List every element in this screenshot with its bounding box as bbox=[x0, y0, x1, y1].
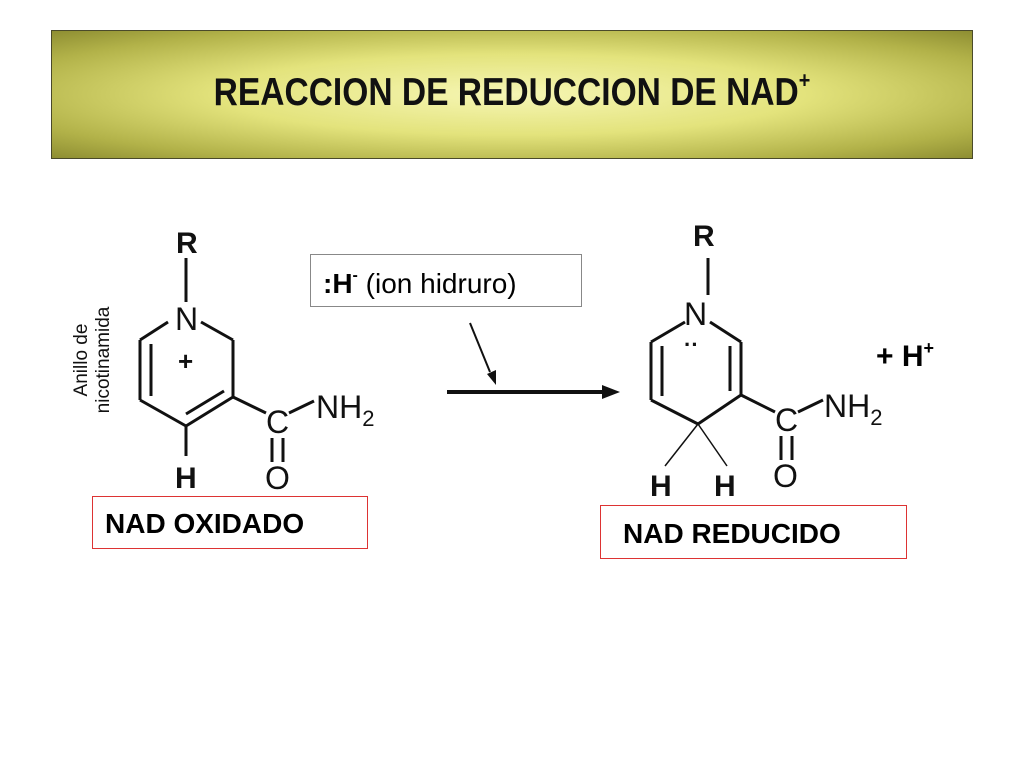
ox-atom-nh2: NH2 bbox=[316, 389, 374, 431]
bond-n-c2 bbox=[709, 320, 742, 344]
slide-title: REACCION DE REDUCCION DE NAD+ bbox=[116, 67, 907, 115]
proton-plus: + bbox=[876, 340, 894, 373]
bond-c5-c4 bbox=[139, 398, 187, 428]
bond-n-c6 bbox=[650, 320, 686, 344]
red-atom-o: O bbox=[773, 458, 798, 494]
oxidized-molecule bbox=[138, 258, 315, 462]
bond-n-c6 bbox=[139, 320, 169, 342]
bond-c5-c4 bbox=[650, 398, 699, 426]
hydride-description: (ion hidruro) bbox=[365, 268, 517, 299]
hydride-charge: - bbox=[352, 267, 358, 284]
reduced-atom-labels: R N ·· C NH2 O H H bbox=[650, 220, 882, 503]
red-nh2-subscript: 2 bbox=[870, 405, 882, 430]
ox-atom-h: H bbox=[175, 462, 197, 495]
title-superscript: + bbox=[798, 67, 811, 93]
bond-c-nh2 bbox=[288, 399, 315, 415]
bond-n-c2 bbox=[200, 320, 234, 342]
ox-nh2-main: NH bbox=[316, 389, 362, 425]
hydride-label: :H- (ion hidruro) bbox=[323, 267, 517, 300]
bond-c3-c4-double bbox=[185, 389, 225, 416]
red-atom-n: N bbox=[684, 296, 707, 332]
hydride-pointer-line bbox=[469, 322, 491, 373]
ox-atom-o: O bbox=[265, 460, 290, 496]
bond-c3-carbonyl bbox=[740, 393, 776, 414]
bond-c3-c4 bbox=[185, 395, 234, 428]
red-atom-nh2: NH2 bbox=[824, 388, 882, 430]
reaction-arrow-head bbox=[602, 385, 620, 399]
hydride-symbol: :H bbox=[323, 268, 353, 299]
red-atom-c: C bbox=[775, 402, 798, 438]
bond-c4-h1 bbox=[664, 423, 699, 467]
proton-symbol: H bbox=[901, 340, 924, 373]
bond-c4-h2 bbox=[697, 423, 728, 467]
reaction-arrows bbox=[447, 322, 620, 399]
ox-nh2-subscript: 2 bbox=[362, 406, 374, 431]
red-nh2-main: NH bbox=[824, 388, 870, 424]
reduced-name: NAD REDUCIDO bbox=[623, 518, 841, 549]
ox-positive-charge: + bbox=[178, 346, 193, 376]
ring-label: Anillo de nicotinamida bbox=[71, 305, 115, 415]
ox-atom-c: C bbox=[266, 404, 289, 440]
oxidized-atom-labels: R N + C NH2 O H bbox=[175, 227, 374, 496]
title-banner: REACCION DE REDUCCION DE NAD+ bbox=[51, 30, 973, 159]
red-atom-h1: H bbox=[650, 470, 672, 503]
bond-c-nh2 bbox=[797, 398, 824, 414]
reduced-molecule bbox=[649, 258, 824, 467]
bond-c3-carbonyl bbox=[232, 395, 267, 415]
hydride-pointer-head bbox=[487, 370, 496, 385]
proton-product: + H+ bbox=[876, 338, 934, 374]
title-text: REACCION DE REDUCCION DE NAD bbox=[213, 71, 799, 114]
red-lone-pair: ·· bbox=[684, 332, 699, 357]
red-atom-r: R bbox=[693, 220, 715, 253]
ox-atom-r: R bbox=[176, 227, 198, 260]
ox-atom-n: N bbox=[175, 301, 198, 337]
oxidized-name: NAD OXIDADO bbox=[105, 508, 305, 539]
oxidized-label-box: NAD OXIDADO bbox=[92, 496, 368, 549]
red-atom-h2: H bbox=[714, 470, 736, 503]
proton-charge: + bbox=[923, 338, 935, 358]
reduced-label-box: NAD REDUCIDO bbox=[600, 505, 907, 559]
ring-label-line1: Anillo de bbox=[71, 323, 92, 397]
bond-c3-c4 bbox=[697, 393, 742, 426]
hydride-box: :H- (ion hidruro) bbox=[310, 254, 582, 307]
ring-label-line2: nicotinamida bbox=[93, 306, 114, 414]
